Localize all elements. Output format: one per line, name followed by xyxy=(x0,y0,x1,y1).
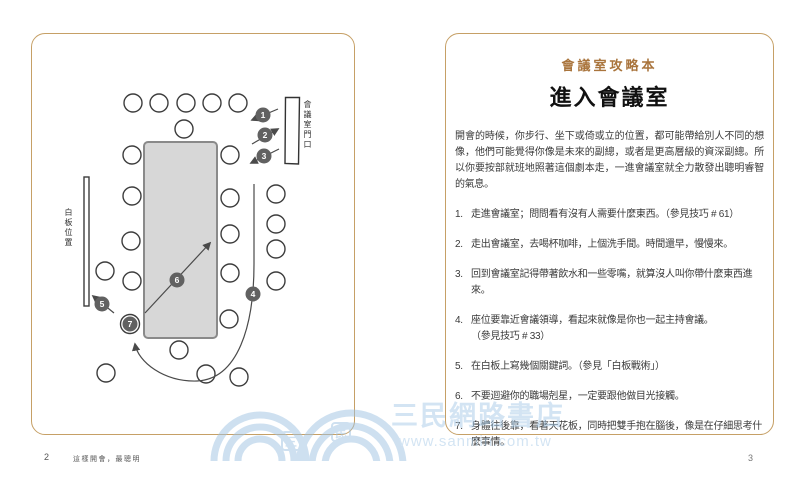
step-number: 4. xyxy=(455,315,463,326)
step-text: 走出會議室，去喝杯咖啡，上個洗手間。時間還早，慢慢來。 xyxy=(471,239,733,250)
chair xyxy=(122,271,142,291)
kicker: 會議室攻略本 xyxy=(561,58,658,73)
chair xyxy=(220,145,240,165)
svg-text:2: 2 xyxy=(263,130,268,140)
chair xyxy=(169,340,189,360)
chair xyxy=(202,93,222,113)
step-text: 身體往後靠，看著天花板，同時把雙手抱在腦後，像是在仔細思考什麼事情。 xyxy=(471,421,762,448)
chair xyxy=(220,224,240,244)
watermark-logo-char-1: 三 xyxy=(285,435,297,449)
step-text: 在白板上寫幾個關鍵詞。（參見「白板戰術」） xyxy=(471,361,665,372)
step-badge-4: 4 xyxy=(245,286,261,302)
step-item-5: 5. 在白板上寫幾個關鍵詞。（參見「白板戰術」） xyxy=(455,359,764,375)
footer-book-title: 這樣開會，最聰明 xyxy=(73,456,141,463)
whiteboard-label: 白板位置 xyxy=(64,208,73,248)
chair xyxy=(266,271,286,291)
step-badge-6: 6 xyxy=(169,272,185,288)
chair xyxy=(220,188,240,208)
svg-text:1: 1 xyxy=(261,110,266,120)
svg-text:5: 5 xyxy=(100,299,105,309)
chair xyxy=(121,231,141,251)
step-badge-3: 3 xyxy=(256,148,272,164)
step-item-1: 1. 走進會議室；問問看有沒有人需要什麼東西。（參見技巧 # 61） xyxy=(455,207,764,223)
step-text-continued: （參見技巧 # 33） xyxy=(471,331,550,342)
step-text: 座位要靠近會議領導，看起來就像是你也一起主持會議。 xyxy=(471,315,714,326)
step-text: 走進會議室；問問看有沒有人需要什麼東西。（參見技巧 # 61） xyxy=(471,209,739,220)
chair xyxy=(96,363,116,383)
step-number: 2. xyxy=(455,239,463,250)
chair xyxy=(122,145,142,165)
meeting-room-diagram: 1 2 3 4 5 6 xyxy=(83,93,301,387)
step-badge-5: 5 xyxy=(94,296,110,312)
step-list: 1. 走進會議室；問問看有沒有人需要什麼東西。（參見技巧 # 61） 2. 走出… xyxy=(455,207,764,451)
step-item-2: 2. 走出會議室，去喝杯咖啡，上個洗手間。時間還早，慢慢來。 xyxy=(455,237,764,253)
svg-text:3: 3 xyxy=(262,151,267,161)
step-number: 5. xyxy=(455,361,463,372)
door-label: 會議室門口 xyxy=(303,100,312,150)
whiteboard xyxy=(83,176,90,307)
chair xyxy=(122,186,142,206)
chair xyxy=(123,93,143,113)
left-page: 1 2 3 4 5 6 xyxy=(31,33,355,435)
chair xyxy=(266,214,286,234)
meeting-table xyxy=(143,141,218,339)
chair xyxy=(228,93,248,113)
step-number: 6. xyxy=(455,391,463,402)
right-page: 會議室攻略本 進入會議室 開會的時候，你步行、坐下或倚或立的位置，都可能帶給別人… xyxy=(445,33,774,448)
chair xyxy=(95,261,115,281)
step-number: 1. xyxy=(455,209,463,220)
step-item-4: 4. 座位要靠近會議領導，看起來就像是你也一起主持會議。 （參見技巧 # 33） xyxy=(455,313,764,345)
step-badges: 1 2 3 4 5 6 xyxy=(94,107,273,335)
footer-page-number-left: 2 xyxy=(44,452,50,462)
intro-paragraph: 開會的時候，你步行、坐下或倚或立的位置，都可能帶給別人不同的想像，他們可能覺得你… xyxy=(455,131,764,190)
chair xyxy=(149,93,169,113)
step-item-7: 7. 身體往後靠，看著天花板，同時把雙手抱在腦後，像是在仔細思考什麼事情。 xyxy=(455,419,764,451)
step-badge-1: 1 xyxy=(255,107,271,123)
chair xyxy=(174,119,194,139)
chair xyxy=(266,184,286,204)
svg-text:4: 4 xyxy=(251,289,256,299)
svg-text:7: 7 xyxy=(128,319,133,329)
chair xyxy=(176,93,196,113)
page-title: 進入會議室 xyxy=(549,85,670,110)
chair xyxy=(229,367,249,387)
chair xyxy=(266,239,286,259)
door xyxy=(284,96,301,165)
svg-text:6: 6 xyxy=(175,275,180,285)
step-number: 7. xyxy=(455,421,463,432)
step-text: 不要迴避你的職場剋星，一定要跟他做目光接觸。 xyxy=(471,391,685,402)
step-item-6: 6. 不要迴避你的職場剋星，一定要跟他做目光接觸。 xyxy=(455,389,764,405)
chair xyxy=(219,309,239,329)
step-number: 3. xyxy=(455,269,463,280)
chair xyxy=(220,263,240,283)
step-text: 回到會議室記得帶著飲水和一些零嘴，就算沒人叫你帶什麼東西進來。 xyxy=(471,269,753,296)
step-badge-7-chair: 7 xyxy=(119,313,141,335)
step-item-3: 3. 回到會議室記得帶著飲水和一些零嘴，就算沒人叫你帶什麼東西進來。 xyxy=(455,267,764,299)
chairs xyxy=(95,93,286,387)
footer-page-number-right: 3 xyxy=(748,453,754,463)
step-badge-2: 2 xyxy=(257,127,273,143)
